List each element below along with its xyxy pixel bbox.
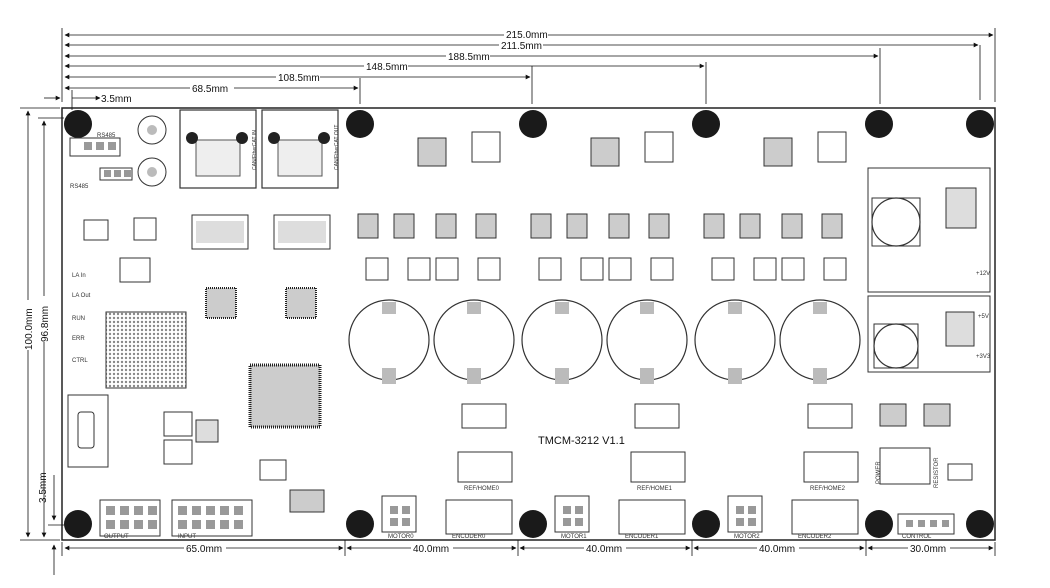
dim-100: 100.0mm <box>24 308 35 350</box>
mount-hole <box>966 510 994 538</box>
main-processor <box>248 363 322 429</box>
motor0-label: MOTOR0 <box>388 534 414 540</box>
mount-hole <box>865 510 893 538</box>
led-label-ctrl: CTRL <box>72 358 88 364</box>
mount-hole <box>519 110 547 138</box>
driver-channel-2: REF/HOME2 MOTOR2 ENCODER2 <box>694 131 861 540</box>
mounting-holes <box>64 110 994 538</box>
dim-3-5-top: 3.5mm <box>101 94 132 105</box>
output-connector <box>99 499 161 537</box>
dim-40-b: 40.0mm <box>586 544 622 555</box>
led-label-run: RUN <box>72 316 85 322</box>
led-label-la-out: LA Out <box>72 293 91 299</box>
driver-channel-1: REF/HOME1 MOTOR1 ENCODER1 <box>521 131 688 540</box>
rs485-connector <box>69 137 121 157</box>
mount-hole <box>64 510 92 538</box>
qfp-chip <box>205 287 237 319</box>
mount-hole <box>692 510 720 538</box>
control-label: CONTROL <box>902 534 932 540</box>
ref-home-connector <box>630 451 686 483</box>
mount-hole <box>64 110 92 138</box>
mount-hole <box>692 110 720 138</box>
left-dimension-labels: 100.0mm 96.8mm 3.5mm <box>22 296 51 503</box>
driver-channel-0: REF/HOME0 MOTOR0 ENCODER0 <box>348 131 515 540</box>
ref-home-1-label: REF/HOME1 <box>637 486 673 492</box>
mount-hole <box>346 110 374 138</box>
dim-40-c: 40.0mm <box>759 544 795 555</box>
ref-home-connector <box>457 451 513 483</box>
ref-home-connector <box>803 451 859 483</box>
dim-68-5: 68.5mm <box>192 84 228 95</box>
mount-hole <box>966 110 994 138</box>
can-in-label: CAN/EtherCAT IN <box>252 130 258 170</box>
rs485-label-1: RS485 <box>97 133 116 139</box>
dim-108-5: 108.5mm <box>278 73 320 84</box>
can-out-label: CAN/EtherCAT OUT <box>334 125 340 170</box>
dim-211-5: 211.5mm <box>501 41 542 52</box>
motor2-label: MOTOR2 <box>734 534 760 540</box>
power-label: POWER <box>876 461 882 484</box>
bga-chip <box>105 311 187 389</box>
rail-12v-label: +12V <box>976 271 990 277</box>
input-connector <box>171 499 253 537</box>
rs485-label-2: RS485 <box>70 184 89 190</box>
dim-96-8: 96.8mm <box>40 306 51 342</box>
encoder1-label: ENCODER1 <box>625 534 659 540</box>
encoder0-label: ENCODER0 <box>452 534 486 540</box>
resistor-label: RESISTOR <box>934 457 940 488</box>
input-label: INPUT <box>178 534 196 540</box>
encoder2-label: ENCODER2 <box>798 534 832 540</box>
control-connector <box>897 513 955 535</box>
motor-connector <box>381 495 417 533</box>
output-label: OUTPUT <box>104 534 129 540</box>
dim-188-5: 188.5mm <box>448 52 490 63</box>
led-label-err: ERR <box>72 336 85 342</box>
board-title: TMCM-3212 V1.1 <box>538 435 625 447</box>
dim-65: 65.0mm <box>186 544 222 555</box>
top-dimension-labels: 215.0mm 211.5mm 188.5mm 148.5mm 108.5mm … <box>101 29 548 105</box>
mount-hole <box>865 110 893 138</box>
power-section: +12V +5V +3V3 POWER RESISTOR CONTROL <box>867 167 991 540</box>
motor-connector <box>727 495 763 533</box>
motor1-label: MOTOR1 <box>561 534 587 540</box>
motor-connector <box>554 495 590 533</box>
dim-3-5-left: 3.5mm <box>38 472 49 503</box>
dim-148-5: 148.5mm <box>366 62 408 73</box>
rail-5v-label: +5V <box>978 314 989 320</box>
encoder-connector <box>618 499 686 535</box>
mount-hole <box>346 510 374 538</box>
encoder-connector <box>445 499 513 535</box>
bottom-dimension-labels: 65.0mm 40.0mm 40.0mm 40.0mm 30.0mm <box>184 542 950 555</box>
control-section: RS485 RS485 CAN/EtherCAT IN CAN/EtherCAT… <box>67 109 340 540</box>
mount-hole <box>519 510 547 538</box>
led-label-la-in: LA In <box>72 273 86 279</box>
dim-40-a: 40.0mm <box>413 544 449 555</box>
dim-30: 30.0mm <box>910 544 946 555</box>
qfp-chip <box>285 287 317 319</box>
ref-home-0-label: REF/HOME0 <box>464 486 500 492</box>
dim-215: 215.0mm <box>506 30 548 41</box>
ref-home-2-label: REF/HOME2 <box>810 486 846 492</box>
encoder-connector <box>791 499 859 535</box>
rail-3v3-label: +3V3 <box>976 354 991 360</box>
